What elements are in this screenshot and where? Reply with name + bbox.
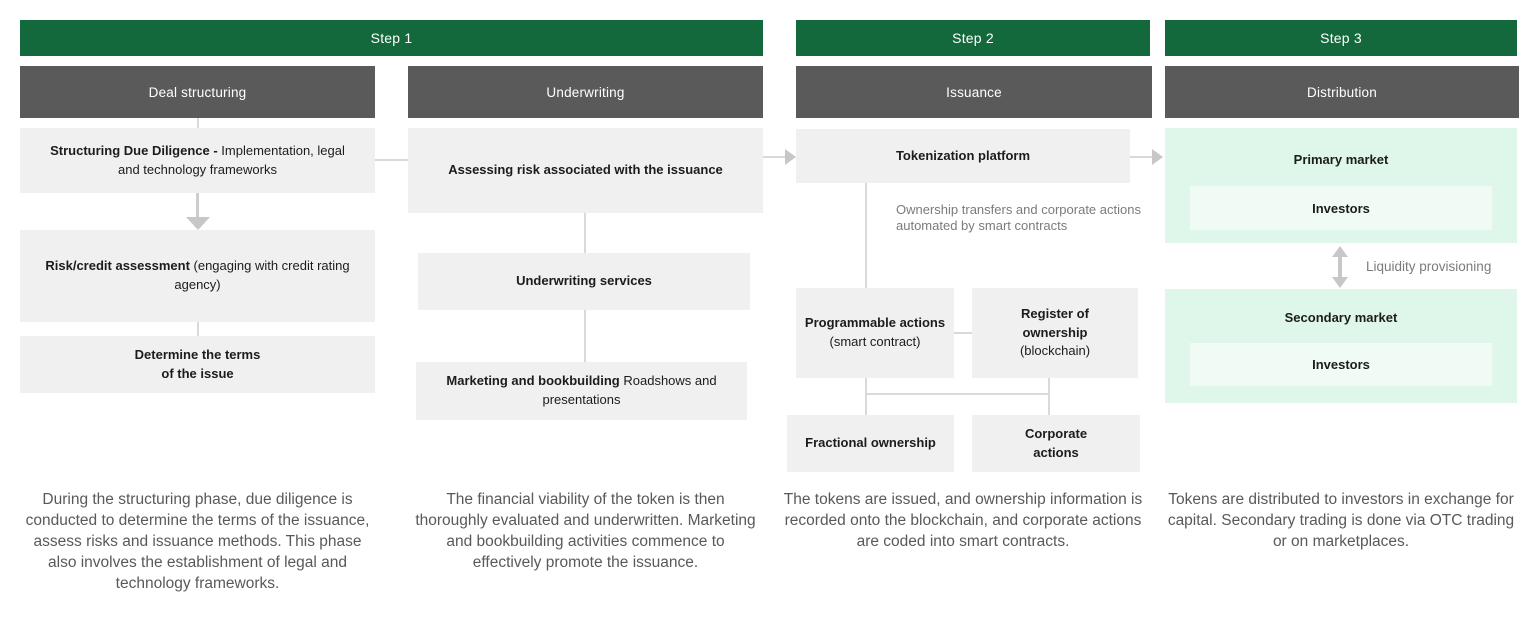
right-arrow-line bbox=[763, 156, 786, 158]
assessing-risk-label: Assessing risk associated with the issua… bbox=[448, 162, 723, 178]
corporate-actions-label: Corporate actions bbox=[1024, 425, 1088, 460]
connector-line bbox=[865, 183, 867, 288]
deal-structuring-description: During the structuring phase, due dilige… bbox=[25, 491, 370, 592]
structuring-box-bold: Structuring Due Diligence - bbox=[50, 142, 218, 158]
assessing-risk-box: Assessing risk associated with the issua… bbox=[408, 128, 763, 213]
down-arrow-icon bbox=[186, 217, 210, 230]
structuring-due-diligence-box: Structuring Due Diligence - Implementati… bbox=[20, 128, 375, 193]
secondary-market-box: Secondary market Investors bbox=[1165, 289, 1517, 403]
deal-structuring-header: Deal structuring bbox=[20, 66, 375, 118]
programmable-actions-box: Programmable actions (smart contract) bbox=[796, 288, 954, 378]
distribution-header-label: Distribution bbox=[1307, 84, 1377, 100]
determine-terms-label: Determine the terms of the issue bbox=[134, 346, 261, 381]
liquidity-arrow-down-icon bbox=[1332, 277, 1348, 288]
connector-line bbox=[197, 118, 199, 128]
primary-investors-box: Investors bbox=[1190, 186, 1492, 230]
register-ownership-rest: (blockchain) bbox=[1019, 343, 1091, 359]
down-arrow-line bbox=[196, 193, 199, 218]
structuring-box-rest: Implementation, legal and technology fra… bbox=[118, 142, 345, 177]
connector-line bbox=[584, 213, 586, 253]
right-arrow-line bbox=[1130, 156, 1153, 158]
connector-line bbox=[197, 322, 199, 336]
marketing-box-bold: Marketing and bookbuilding bbox=[446, 373, 620, 389]
step1-header-bar: Step 1 bbox=[20, 20, 763, 56]
liquidity-label: Liquidity provisioning bbox=[1366, 259, 1492, 274]
liquidity-arrow-line bbox=[1338, 255, 1342, 279]
connector-line bbox=[375, 159, 408, 161]
underwriting-services-box: Underwriting services bbox=[418, 253, 750, 310]
underwriting-services-label: Underwriting services bbox=[516, 273, 652, 289]
fractional-ownership-label: Fractional ownership bbox=[805, 435, 936, 451]
ownership-note: Ownership transfers and corporate action… bbox=[896, 202, 1141, 233]
connector-line bbox=[954, 332, 972, 334]
distribution-header: Distribution bbox=[1165, 66, 1519, 118]
register-ownership-bold: Register of ownership bbox=[1021, 305, 1089, 340]
programmable-actions-rest: (smart contract) bbox=[829, 334, 921, 349]
issuance-header: Issuance bbox=[796, 66, 1152, 118]
marketing-bookbuilding-box: Marketing and bookbuilding Roadshows and… bbox=[416, 362, 747, 420]
right-arrow-icon bbox=[785, 149, 796, 165]
step3-label: Step 3 bbox=[1320, 30, 1362, 46]
risk-box-bold: Risk/credit assessment bbox=[45, 258, 190, 274]
tokenization-platform-box: Tokenization platform bbox=[796, 129, 1130, 183]
primary-market-box: Primary market Investors bbox=[1165, 128, 1517, 243]
primary-market-label: Primary market bbox=[1293, 152, 1389, 167]
underwriting-header-label: Underwriting bbox=[546, 84, 625, 100]
underwriting-description: The financial viability of the token is … bbox=[415, 491, 756, 571]
secondary-market-label: Secondary market bbox=[1284, 310, 1398, 325]
corporate-actions-box: Corporate actions bbox=[972, 415, 1140, 472]
step3-header-bar: Step 3 bbox=[1165, 20, 1517, 56]
secondary-investors-box: Investors bbox=[1190, 343, 1492, 386]
risk-credit-assessment-box: Risk/credit assessment (engaging with cr… bbox=[20, 230, 375, 322]
liquidity-arrow-up-icon bbox=[1332, 246, 1348, 257]
step1-label: Step 1 bbox=[370, 30, 413, 46]
secondary-investors-label: Investors bbox=[1312, 357, 1370, 372]
connector-line bbox=[584, 310, 586, 362]
risk-box-rest: (engaging with credit rating agency) bbox=[174, 258, 350, 292]
programmable-actions-bold: Programmable actions bbox=[804, 315, 946, 331]
underwriting-header: Underwriting bbox=[408, 66, 763, 118]
issuance-header-label: Issuance bbox=[946, 84, 1002, 100]
determine-terms-box: Determine the terms of the issue bbox=[20, 336, 375, 393]
primary-investors-label: Investors bbox=[1312, 200, 1370, 216]
step2-label: Step 2 bbox=[952, 30, 994, 46]
marketing-box-rest: Roadshows and presentations bbox=[542, 373, 717, 407]
connector-line bbox=[1048, 378, 1050, 415]
connector-line bbox=[865, 378, 867, 415]
fractional-ownership-box: Fractional ownership bbox=[787, 415, 954, 472]
issuance-description: The tokens are issued, and ownership inf… bbox=[783, 491, 1143, 550]
connector-line bbox=[865, 393, 1050, 395]
register-ownership-box: Register of ownership (blockchain) bbox=[972, 288, 1138, 378]
right-arrow-icon bbox=[1152, 149, 1163, 165]
distribution-description: Tokens are distributed to investors in e… bbox=[1167, 491, 1515, 550]
deal-structuring-header-label: Deal structuring bbox=[148, 84, 247, 100]
step2-header-bar: Step 2 bbox=[796, 20, 1150, 56]
tokenization-platform-label: Tokenization platform bbox=[895, 147, 1031, 163]
